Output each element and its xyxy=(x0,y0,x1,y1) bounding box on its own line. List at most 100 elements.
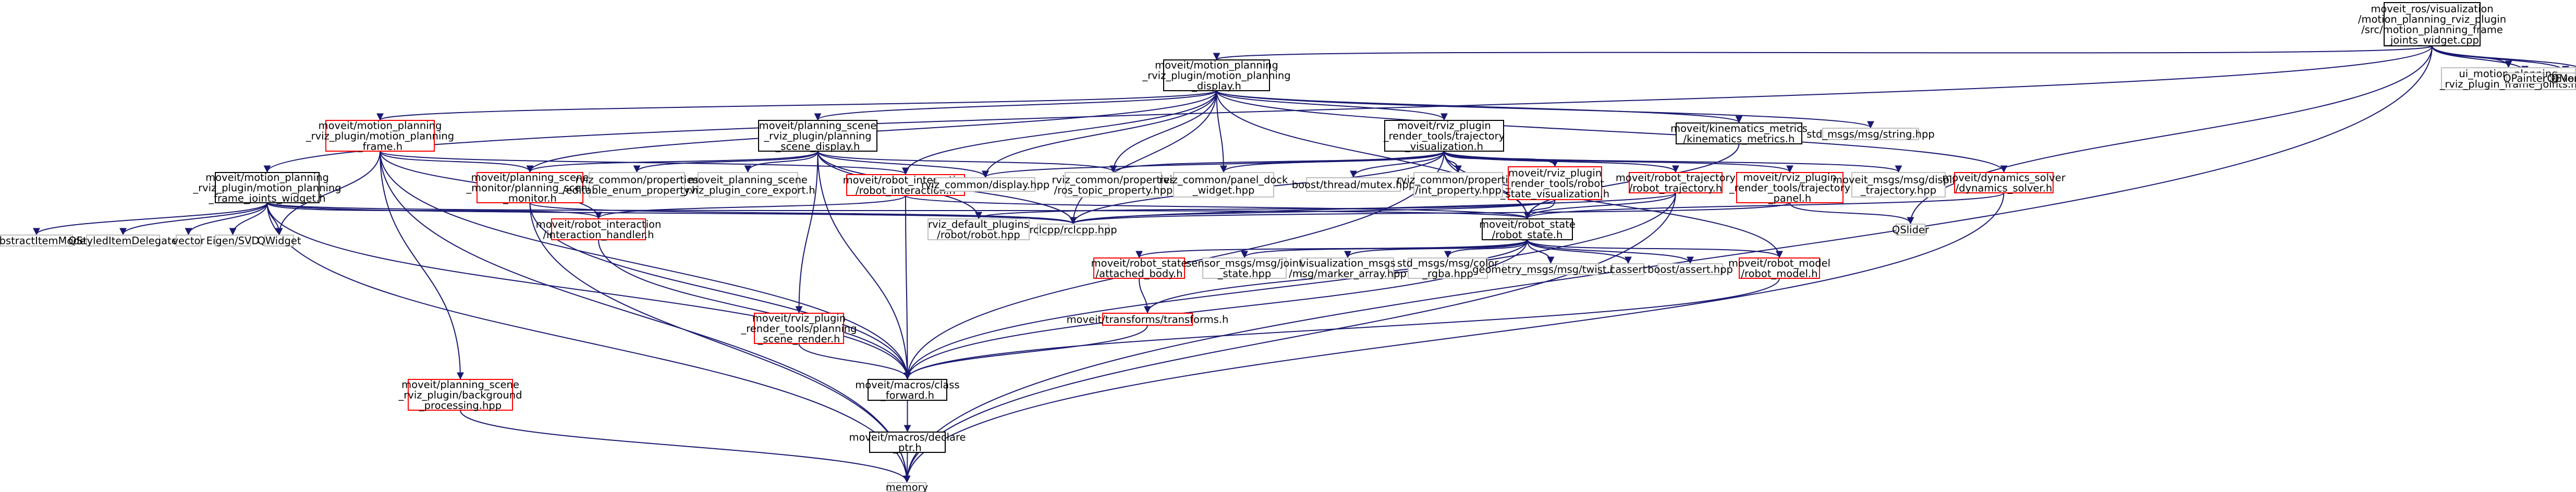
node-label-line: _state_visualization.h xyxy=(1500,188,1609,200)
node-label-line: /interaction_handler.h xyxy=(543,229,654,241)
node-cf-h[interactable]: moveit/macros/class_forward.h xyxy=(855,379,960,401)
node-qslider[interactable]: QSlider xyxy=(1892,224,1930,236)
node-box xyxy=(1896,224,1925,236)
node-rm-h[interactable]: moveit/robot_model/robot_model.h xyxy=(1728,257,1830,280)
edge-mpd_h-to-ri_h xyxy=(902,90,1217,175)
node-label-line: rviz_default_plugins xyxy=(928,218,1029,230)
node-dt-hpp[interactable]: moveit_msgs/msg/display_trajectory.hpp xyxy=(1833,172,1964,198)
node-memory[interactable]: memory xyxy=(886,482,928,492)
node-rs-h[interactable]: moveit/robot_state/robot_state.h xyxy=(1479,218,1576,241)
node-label-line: moveit/robot_state xyxy=(1479,218,1576,230)
node-mpd-h[interactable]: moveit/motion_planning_rviz_plugin/motio… xyxy=(1142,59,1290,92)
edge-psd_h-to-rc_editable xyxy=(633,151,819,173)
edge-ab_h-to-tf_h xyxy=(1139,278,1151,314)
node-msg-string[interactable]: std_msgs/msg/string.hpp xyxy=(1806,128,1935,140)
node-label-line: moveit/dynamics_solver xyxy=(1942,172,2066,184)
node-boost-assert[interactable]: boost/assert.hpp xyxy=(1647,263,1733,276)
node-psd-h[interactable]: moveit/planning_scene_rviz_plugin/planni… xyxy=(758,120,877,153)
node-qpainter[interactable]: QPainter xyxy=(2503,72,2547,84)
node-label-line: moveit/transforms/transforms.h xyxy=(1067,314,1229,326)
node-qwidget[interactable]: QWidget xyxy=(257,235,301,247)
edge-rt_h-to-cf_h xyxy=(904,192,1676,380)
node-label-line: _render_tools/robot xyxy=(1505,178,1604,190)
node-box xyxy=(1736,172,1844,203)
node-label-line: _scene_render.h xyxy=(758,333,840,345)
node-rc-core-export[interactable]: moveit_planning_scene_rviz_plugin_core_e… xyxy=(680,172,815,198)
node-box xyxy=(1612,263,1644,275)
node-rc-prop-ros[interactable]: rviz_common/properties/ros_topic_propert… xyxy=(1052,172,1175,198)
node-box xyxy=(176,235,201,247)
node-rd-robot[interactable]: rviz_default_plugins/robot/robot.hpp xyxy=(927,218,1030,241)
node-km-h[interactable]: moveit/kinematics_metrics/kinematics_met… xyxy=(1670,122,1808,145)
edge-fjw_h-to-ih_h xyxy=(266,202,602,219)
edge-mpd_h-to-ttv_h xyxy=(1216,90,1448,121)
node-rsv-h[interactable]: moveit/rviz_plugin_render_tools/robot_st… xyxy=(1500,166,1609,200)
node-rc-display[interactable]: rviz_common/display.hpp xyxy=(921,177,1049,192)
node-box xyxy=(869,432,946,453)
node-box xyxy=(1851,172,1946,198)
node-std-color[interactable]: std_msgs/msg/color_rgba.hpp xyxy=(1397,257,1499,280)
node-label-line: _rviz_plugin/background xyxy=(398,389,522,401)
edge-ds_h-to-rs_h xyxy=(1523,192,2005,219)
edge-rs_h-to-boost_assert xyxy=(1527,239,1694,264)
node-qsid[interactable]: QStyledItemDelegate xyxy=(68,235,178,247)
node-rt-h[interactable]: moveit/robot_trajectory/robot_trajectory… xyxy=(1616,172,1736,194)
edge-psd_h-to-psr_h xyxy=(795,151,819,314)
node-rc-panel-dock[interactable]: rviz_common/panel_dock_widget.hpp xyxy=(1159,172,1288,198)
node-ab-h[interactable]: moveit/robot_state/attached_body.h xyxy=(1091,257,1188,280)
edge-ttv_h-to-boost_mutex xyxy=(1350,151,1445,178)
node-ds-h[interactable]: moveit/dynamics_solver/dynamics_solver.h xyxy=(1942,172,2066,194)
edge-rs_h-to-vis_marker xyxy=(1344,239,1528,259)
node-tf-h[interactable]: moveit/transforms/transforms.h xyxy=(1067,313,1229,326)
node-vector[interactable]: vector xyxy=(173,235,205,247)
node-label-line: _visualization.h xyxy=(1405,141,1483,153)
node-label-line: QWidget xyxy=(257,235,301,247)
node-vis-marker[interactable]: visualization_msgs/msg/marker_array.hpp xyxy=(1289,257,1407,280)
node-rclcpp[interactable]: rclcpp/rclcpp.hpp xyxy=(1029,224,1117,236)
node-label-line: moveit/robot_state xyxy=(1091,257,1188,269)
node-fjw-h[interactable]: moveit/motion_planning_rviz_plugin/motio… xyxy=(192,171,341,204)
node-bg-h[interactable]: moveit/planning_scene_rviz_plugin/backgr… xyxy=(398,379,522,412)
node-qevent[interactable]: QEvent xyxy=(2547,72,2576,84)
node-psm-h[interactable]: moveit/planning_scene_monitor/planning_s… xyxy=(466,171,593,204)
node-sensor-js[interactable]: sensor_msgs/msg/joint_state.hpp xyxy=(1186,257,1303,280)
node-mpf-h[interactable]: moveit/motion_planning_rviz_plugin/motio… xyxy=(306,120,454,153)
node-qam[interactable]: QAbstractItemModel xyxy=(0,235,89,247)
node-label-line: /motion_planning_rviz_plugin xyxy=(2358,14,2506,26)
node-ttv-h[interactable]: moveit/rviz_plugin_render_tools/trajecto… xyxy=(1383,120,1505,153)
edge-ri_h-to-cf_h xyxy=(904,195,911,380)
node-label-line: /attached_body.h xyxy=(1096,268,1183,280)
node-rc-editable[interactable]: rviz_common/properties/editable_enum_pro… xyxy=(563,172,711,198)
node-psr-h[interactable]: moveit/rviz_plugin_render_tools/planning… xyxy=(740,312,857,345)
node-box xyxy=(408,379,513,411)
node-dp-h[interactable]: moveit/macros/declare_ptr.h xyxy=(849,432,966,454)
node-label-line: moveit_ros/visualization xyxy=(2371,3,2493,15)
node-ih-h[interactable]: moveit/robot_interaction/interaction_han… xyxy=(536,218,662,241)
node-label-line: rviz_common/panel_dock xyxy=(1159,174,1288,186)
node-tp-h[interactable]: moveit/rviz_plugin_render_tools/trajecto… xyxy=(1729,171,1850,204)
node-boost-mutex[interactable]: boost/thread/mutex.hpp xyxy=(1292,177,1415,192)
node-qmouseevent[interactable]: QMouseEvent xyxy=(2551,72,2576,84)
node-label-line: _trajectory.hpp xyxy=(1860,185,1936,196)
node-cassert[interactable]: cassert xyxy=(1610,263,1647,276)
node-rc-int-prop[interactable]: rviz_common/properties/int_property.hpp xyxy=(1397,172,1520,198)
node-box xyxy=(754,313,844,344)
edge-mpf_h-to-bg_h xyxy=(380,151,464,380)
node-ri-h[interactable]: moveit/robot_interaction/robot_interacti… xyxy=(843,174,969,196)
edge-mpd_h-to-msg_string xyxy=(1216,90,1874,129)
node-eigen[interactable]: Eigen/SVD xyxy=(206,235,260,247)
node-box xyxy=(2555,72,2576,84)
node-box xyxy=(477,172,583,203)
node-label-line: cassert xyxy=(1610,264,1647,276)
edge-ttv_h-to-rc_prop_ros xyxy=(1109,151,1445,173)
node-label-line: memory xyxy=(886,482,928,492)
edge-mpf_h-to-psm_h xyxy=(380,151,534,173)
node-label-line: _frame.h xyxy=(357,141,402,153)
node-label-line: moveit/rviz_plugin xyxy=(1508,167,1602,179)
node-root[interactable]: moveit_ros/visualization/motion_planning… xyxy=(2358,2,2506,46)
edge-dp_h-to-memory xyxy=(903,452,911,483)
node-geo-twist[interactable]: geometry_msgs/msg/twist.hpp xyxy=(1472,263,1629,276)
node-box xyxy=(1508,166,1602,200)
node-box xyxy=(1629,172,1723,193)
